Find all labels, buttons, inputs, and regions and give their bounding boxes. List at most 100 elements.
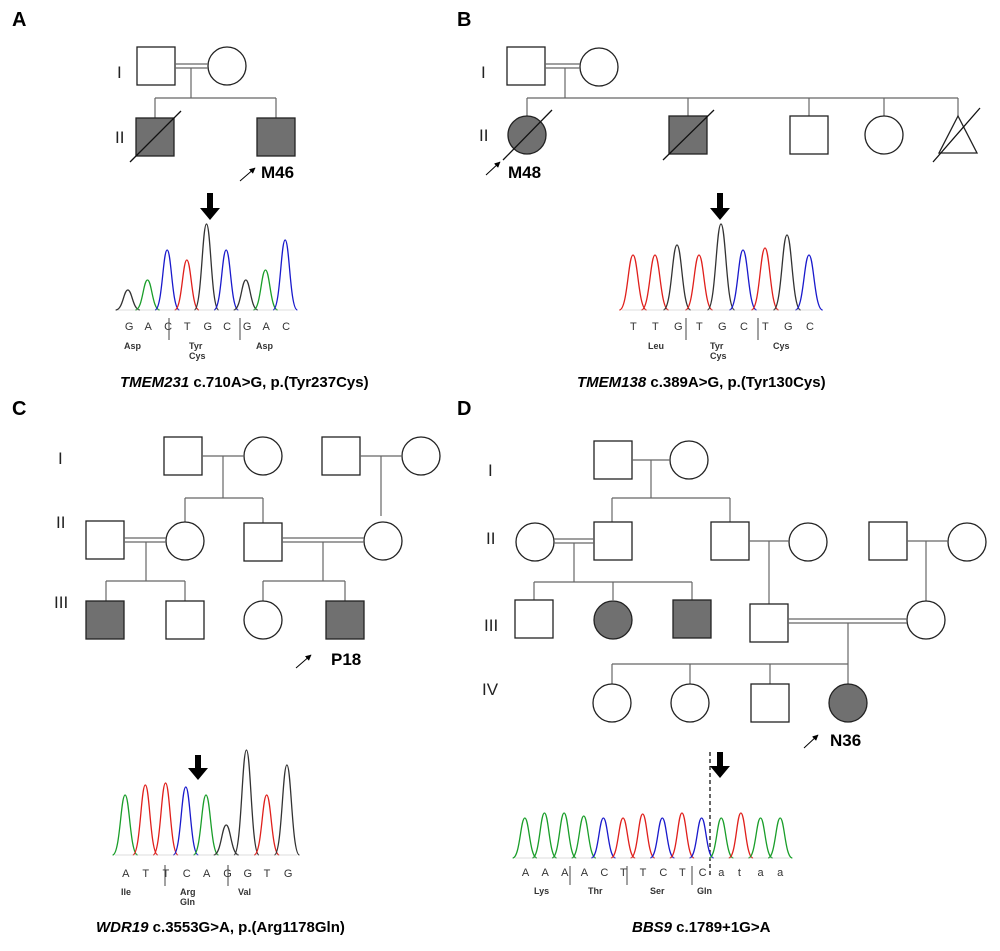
trace-peak xyxy=(706,223,736,311)
panel-c-base-calls: ATTCAGGTG xyxy=(122,868,292,880)
base-call: a xyxy=(718,867,725,879)
trace-peak xyxy=(610,817,636,859)
panel-a-gen-2: II xyxy=(115,128,124,147)
trace-peak xyxy=(213,249,239,311)
base-call: G xyxy=(284,868,293,880)
trace-peak xyxy=(233,279,259,311)
panel-d-chromatogram xyxy=(512,812,793,859)
panel-b-chromatogram xyxy=(618,223,824,311)
trace-peak xyxy=(772,234,802,311)
base-call: T xyxy=(630,321,637,333)
base-call: G xyxy=(784,321,793,333)
trace-peak xyxy=(590,817,616,859)
aa-label: Asp xyxy=(256,341,274,351)
affected-male-symbol xyxy=(85,600,125,640)
affected-female-symbol xyxy=(828,683,868,723)
trace-peak xyxy=(662,244,692,311)
trace-peak xyxy=(174,259,200,311)
base-call: T xyxy=(679,867,686,879)
trace-peak xyxy=(767,817,793,859)
trace-peak xyxy=(689,817,715,859)
base-call: T xyxy=(762,321,769,333)
aa-label: Tyr xyxy=(710,341,724,351)
panel-a-proband-id: M46 xyxy=(261,163,294,182)
base-call: T xyxy=(696,321,703,333)
male-symbol xyxy=(136,46,176,86)
proband-arrow xyxy=(239,167,256,182)
base-call: T xyxy=(184,321,191,333)
panel-c-gen-2: II xyxy=(56,513,65,532)
trace-peak xyxy=(571,815,597,859)
pregnancy-loss-symbol xyxy=(937,114,979,154)
base-call: C xyxy=(740,321,748,333)
aa-label: Val xyxy=(238,887,251,897)
base-call: C xyxy=(806,321,814,333)
base-call: T xyxy=(640,867,647,879)
panel-c-chromatogram xyxy=(111,749,301,856)
trace-peak xyxy=(111,794,139,856)
aa-label: Lys xyxy=(534,886,549,896)
aa-label: Ile xyxy=(121,887,131,897)
affected-male-symbol xyxy=(325,600,365,640)
male-symbol xyxy=(789,115,829,155)
aa-label: Thr xyxy=(588,886,603,896)
base-call: T xyxy=(163,868,170,880)
trace-peak xyxy=(115,289,141,311)
panel-c-caption: WDR19 c.3553G>A, p.(Arg1178Gln) xyxy=(96,919,345,936)
base-call: C xyxy=(600,867,608,879)
base-call: T xyxy=(264,868,271,880)
trace-peak xyxy=(649,817,675,859)
base-call: G xyxy=(674,321,683,333)
base-call: T xyxy=(652,321,659,333)
panel-b-caption: TMEM138 c.389A>G, p.(Tyr130Cys) xyxy=(577,374,826,391)
aa-label: Ser xyxy=(650,886,665,896)
trace-peak xyxy=(728,249,758,311)
variant-arrow xyxy=(710,752,730,778)
base-call: C xyxy=(282,321,290,333)
panel-b-gen-2: II xyxy=(479,126,488,145)
panel-b-gen-1: I xyxy=(481,63,486,82)
trace-peak xyxy=(193,223,220,311)
panel-a-gen-1: I xyxy=(117,63,122,82)
base-call: C xyxy=(659,867,667,879)
aa-label: Arg xyxy=(180,887,196,897)
panel-c-gen-3: III xyxy=(54,593,68,612)
base-call: A xyxy=(522,867,530,879)
trace-peak xyxy=(684,254,714,311)
aa-label: Asp xyxy=(124,341,142,351)
panel-d-gen-1: I xyxy=(488,461,493,480)
aa-label: Cys xyxy=(773,341,790,351)
aa-label: Gln xyxy=(180,897,195,907)
trace-peak xyxy=(213,824,240,856)
panel-d-gen-4: IV xyxy=(482,680,499,699)
female-symbol xyxy=(207,46,247,86)
base-call: a xyxy=(777,867,784,879)
panel-b-proband-id: M48 xyxy=(508,163,541,182)
panel-d-proband-id: N36 xyxy=(830,731,861,750)
panel-d-gen-3: III xyxy=(484,616,498,635)
variant-arrow xyxy=(200,193,220,220)
base-call: A xyxy=(145,321,153,333)
panel-b-letter: B xyxy=(457,9,471,31)
variant-arrow xyxy=(710,193,730,220)
base-call: A xyxy=(541,867,549,879)
affected-male-symbol xyxy=(256,117,296,157)
trace-peak xyxy=(252,269,279,311)
trace-peak xyxy=(253,794,280,856)
trace-peak xyxy=(750,247,780,311)
trace-peak xyxy=(531,812,558,859)
base-call: G xyxy=(204,321,213,333)
trace-peak xyxy=(748,817,774,859)
trace-peak xyxy=(132,784,159,856)
panel-b-pedigree: M48 xyxy=(485,46,981,182)
base-call: G xyxy=(243,868,252,880)
base-call: C xyxy=(183,868,191,880)
aa-label: Cys xyxy=(710,351,727,361)
trace-peak xyxy=(272,239,298,311)
trace-peak xyxy=(629,813,656,859)
base-call: A xyxy=(263,321,271,333)
